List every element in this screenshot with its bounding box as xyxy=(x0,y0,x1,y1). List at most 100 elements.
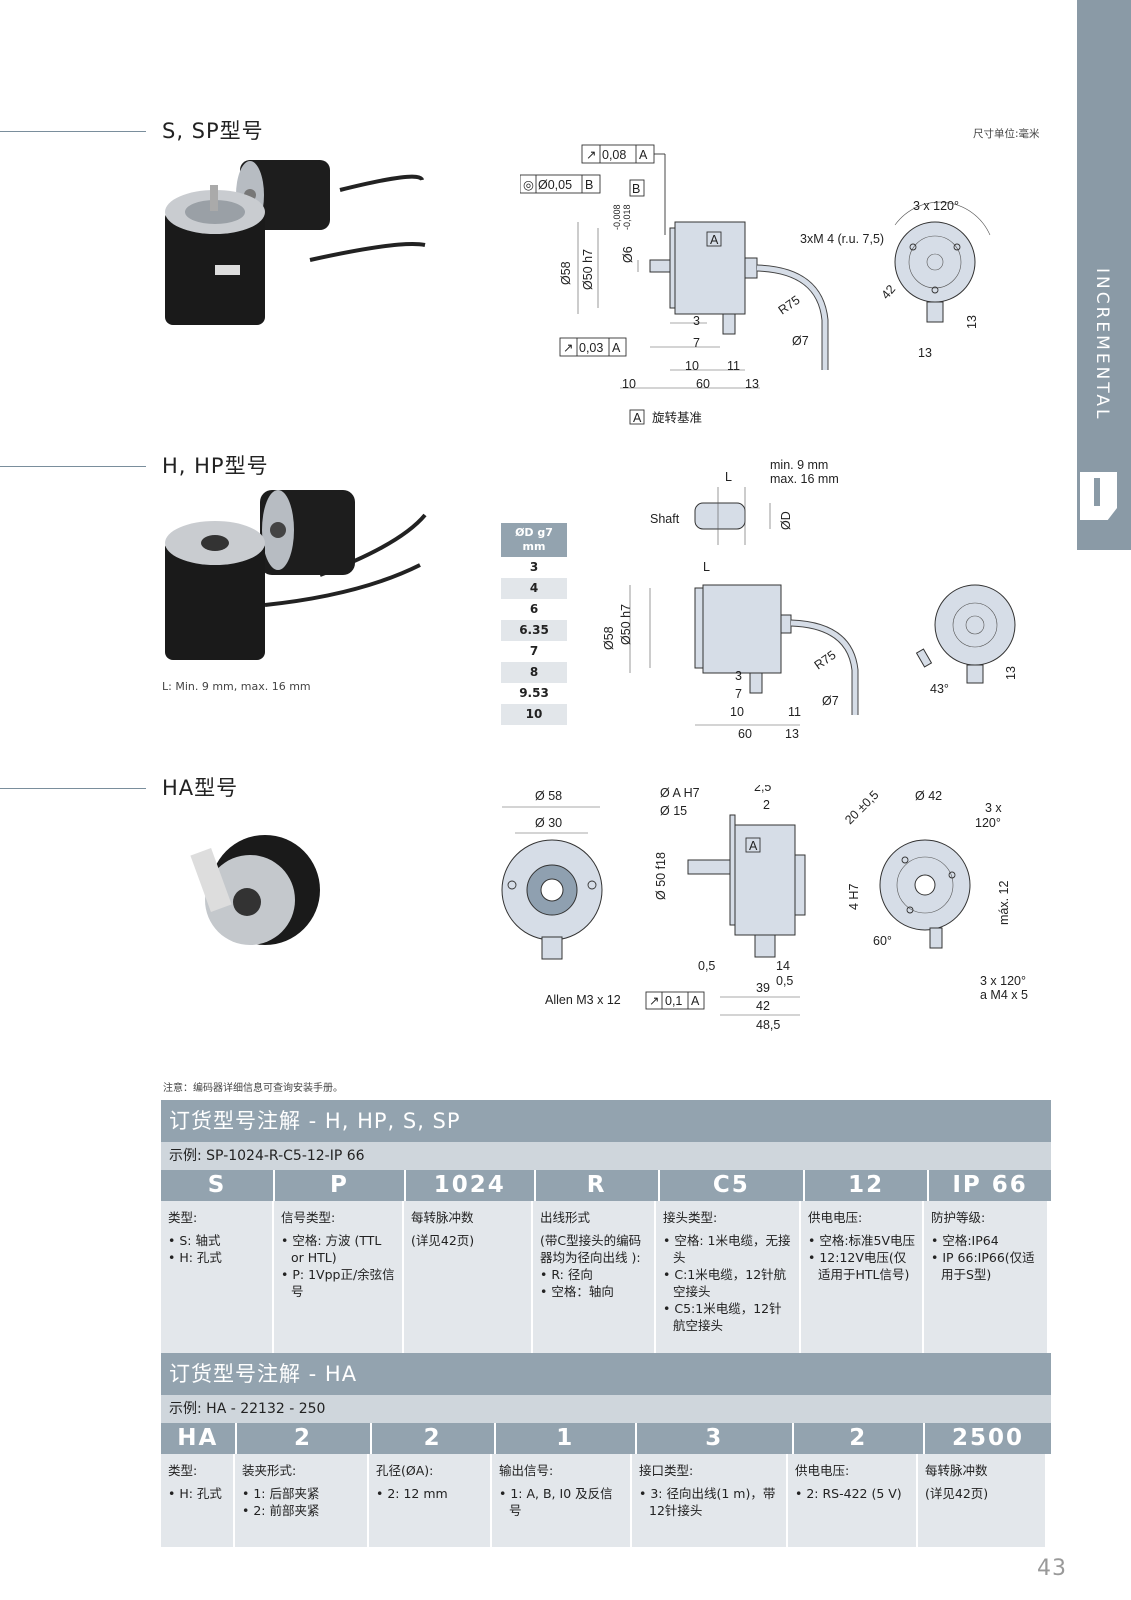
code-cell: HA xyxy=(161,1423,237,1454)
code-cell: S xyxy=(161,1170,275,1201)
table-row: 6 xyxy=(529,602,539,616)
svg-text:3 x: 3 x xyxy=(985,801,1002,815)
svg-text:3: 3 xyxy=(735,669,742,683)
drawing-h-hp: min. 9 mm max. 16 mm L Shaft ØD L Ø58 Ø5… xyxy=(602,458,1018,741)
svg-text:L: L xyxy=(703,560,710,574)
section-rule xyxy=(0,788,146,789)
encoder-photo-h xyxy=(165,490,427,660)
svg-text:Ø58: Ø58 xyxy=(559,261,573,285)
table-row: 9.53 xyxy=(519,686,549,700)
svg-text:A: A xyxy=(749,839,758,853)
code-cell: R xyxy=(535,1170,660,1201)
code-cell: C5 xyxy=(659,1170,806,1201)
svg-text:ØD: ØD xyxy=(779,511,793,530)
svg-text:0,03: 0,03 xyxy=(579,341,603,355)
svg-text:R75: R75 xyxy=(812,648,839,673)
desc-cell: 输出信号: • 1: A, B, I0 及反信号 xyxy=(492,1454,632,1547)
order-table-hs: 订货型号注解 - H, HP, S, SP 示例: SP-1024-R-C5-1… xyxy=(161,1100,1051,1353)
page-number: 43 xyxy=(1037,1556,1067,1581)
side-tab-marker xyxy=(1080,472,1117,520)
svg-text:4 H7: 4 H7 xyxy=(847,884,861,910)
svg-text:0,08: 0,08 xyxy=(602,148,626,162)
table-row: 3 xyxy=(529,560,539,574)
svg-text:min. 9 mm: min. 9 mm xyxy=(770,458,828,472)
svg-text:20 ±0,5: 20 ±0,5 xyxy=(842,788,881,827)
section-title-s-sp: S, SP型号 xyxy=(162,119,264,143)
order-table-title: 订货型号注解 - HA xyxy=(161,1353,1051,1395)
svg-text:43°: 43° xyxy=(930,682,949,696)
svg-text:13: 13 xyxy=(785,727,799,741)
unit-note: 尺寸单位:毫米 xyxy=(973,128,1040,140)
svg-text:39: 39 xyxy=(756,981,770,995)
svg-text:Ø6: Ø6 xyxy=(621,246,635,263)
svg-text:Ø50 h7: Ø50 h7 xyxy=(619,604,633,645)
svg-text:R75: R75 xyxy=(776,293,803,318)
svg-text:Shaft: Shaft xyxy=(650,512,680,526)
svg-text:60: 60 xyxy=(696,377,710,391)
svg-text:旋转基准: 旋转基准 xyxy=(652,410,702,425)
desc-cell: 装夹形式: • 1: 后部夹紧 • 2: 前部夹紧 xyxy=(235,1454,369,1547)
svg-text:7: 7 xyxy=(735,687,742,701)
svg-text:Ø7: Ø7 xyxy=(822,694,839,708)
svg-text:L: L xyxy=(725,470,732,484)
svg-text:3 x 120°: 3 x 120° xyxy=(913,199,959,213)
svg-text:60: 60 xyxy=(738,727,752,741)
section-rule xyxy=(0,131,146,132)
svg-text:10: 10 xyxy=(622,377,636,391)
desc-cell: 供电电压: • 2: RS-422 (5 V) xyxy=(788,1454,918,1547)
svg-text:2: 2 xyxy=(763,798,770,812)
table-row: 4 xyxy=(501,578,567,599)
svg-text:A: A xyxy=(691,994,700,1008)
svg-text:Ø58: Ø58 xyxy=(602,626,616,650)
svg-text:-0,008: -0,008 xyxy=(612,204,622,230)
desc-cell: 接头类型: • 空格: 1米电缆，无接头 • C:1米电缆，12针航空接头 • … xyxy=(656,1201,801,1353)
order-example: 示例: HA - 22132 - 250 xyxy=(161,1395,1051,1423)
svg-text:11: 11 xyxy=(727,359,740,373)
encoder-photo-s xyxy=(165,160,426,325)
svg-text:13: 13 xyxy=(918,346,932,360)
table-row: 6.35 xyxy=(501,620,567,641)
svg-text:Ø7: Ø7 xyxy=(792,334,809,348)
code-cell: 1024 xyxy=(405,1170,536,1201)
h-note: L: Min. 9 mm, max. 16 mm xyxy=(162,680,311,693)
desc-cell: 出线形式 (带C型接头的编码器均为径向出线 ): • R: 径向 • 空格：轴向 xyxy=(533,1201,656,1353)
code-cell: IP 66 xyxy=(929,1170,1051,1201)
order-code-row: HA 2 2 1 3 2 2500 xyxy=(161,1423,1052,1454)
svg-text:42: 42 xyxy=(879,282,899,302)
svg-text:↗: ↗ xyxy=(563,341,573,355)
desc-cell: 供电电压: • 空格:标准5V电压 • 12:12V电压(仅适用于HTL信号) xyxy=(801,1201,924,1353)
section-rule xyxy=(0,466,146,467)
order-table-title: 订货型号注解 - H, HP, S, SP xyxy=(161,1100,1051,1142)
desc-cell: 每转脉冲数 (详见42页) xyxy=(918,1454,1045,1547)
svg-text:B: B xyxy=(632,182,640,196)
svg-text:13: 13 xyxy=(965,315,979,329)
svg-text:10: 10 xyxy=(685,359,699,373)
svg-text:Ø 50 f18: Ø 50 f18 xyxy=(654,852,668,900)
code-cell: 1 xyxy=(495,1423,637,1454)
svg-text:0,1: 0,1 xyxy=(665,994,682,1008)
code-cell: 2 xyxy=(371,1423,496,1454)
code-cell: 12 xyxy=(805,1170,930,1201)
svg-text:3: 3 xyxy=(693,314,700,328)
svg-text:Ø0,05: Ø0,05 xyxy=(538,178,572,192)
svg-text:Allen M3 x 12: Allen M3 x 12 xyxy=(545,993,621,1007)
svg-text:↗: ↗ xyxy=(649,994,659,1008)
section-title-h-hp: H, HP型号 xyxy=(162,454,269,478)
svg-text:3xM 4 (r.u. 7,5): 3xM 4 (r.u. 7,5) xyxy=(800,232,884,246)
svg-text:11: 11 xyxy=(788,705,801,719)
svg-text:14: 14 xyxy=(776,959,790,973)
svg-text:A: A xyxy=(633,411,642,425)
desc-cell: 信号类型: • 空格: 方波 (TTL or HTL) • P: 1Vpp正/余… xyxy=(274,1201,404,1353)
svg-text:7: 7 xyxy=(693,336,700,350)
desc-cell: 孔径(ØA): • 2: 12 mm xyxy=(369,1454,492,1547)
svg-text:Ø 42: Ø 42 xyxy=(915,789,942,803)
code-cell: 2 xyxy=(236,1423,372,1454)
svg-text:max. 16 mm: max. 16 mm xyxy=(770,472,839,486)
svg-text:60°: 60° xyxy=(873,934,892,948)
svg-text:13: 13 xyxy=(1004,666,1018,680)
svg-text:42: 42 xyxy=(756,999,770,1013)
encoder-photo-ha xyxy=(190,835,320,945)
order-desc-row: 类型: • H: 孔式 装夹形式: • 1: 后部夹紧 • 2: 前部夹紧 孔径… xyxy=(161,1454,1051,1547)
svg-text:Ø50 h7: Ø50 h7 xyxy=(581,249,595,290)
